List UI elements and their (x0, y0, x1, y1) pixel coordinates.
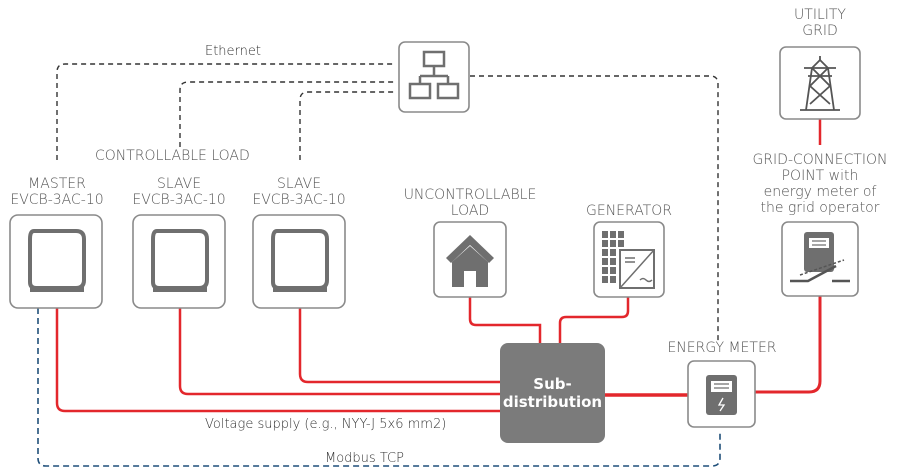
network-switch-icon (398, 41, 470, 113)
ethernet-line-energy-meter (470, 75, 719, 343)
power-lines (55, 119, 822, 413)
ethernet-line-slave2 (299, 91, 395, 160)
gcp-label-2: POINT with (781, 168, 859, 184)
power-line-house (468, 297, 542, 343)
master-label: MASTER EVCB-3AC-10 (2, 176, 112, 208)
uncontrollable-label-1: UNCONTROLLABLE (403, 187, 537, 203)
power-line-master (55, 308, 500, 413)
wallbox-icon (9, 214, 103, 309)
utility-grid-label: UTILITY GRID (790, 7, 850, 39)
energy-meter-icon (687, 360, 756, 428)
slave1-label-2: EVCB-3AC-10 (132, 192, 226, 208)
subdistribution-label-1: Sub- (533, 375, 572, 393)
subdistribution-box: Sub- distribution (500, 343, 605, 443)
slave1-label-1: SLAVE (156, 176, 202, 192)
power-line-generator (558, 297, 630, 343)
grid-connection-point-label: GRID-CONNECTION POINT with energy meter … (745, 152, 895, 216)
ethernet-line-master (56, 63, 395, 160)
power-line-grid-meter (755, 296, 822, 394)
utility-grid-label-1: UTILITY (794, 7, 846, 23)
ethernet-label: Ethernet (205, 44, 261, 59)
modbus-line (37, 308, 721, 467)
wallbox-icon (132, 214, 226, 309)
modbus-tcp-label: Modbus TCP (325, 451, 404, 466)
slave1-label: SLAVE EVCB-3AC-10 (124, 176, 234, 208)
generator-label: GENERATOR (586, 203, 672, 219)
ethernet-lines (56, 63, 719, 343)
ethernet-line-slave1 (179, 81, 395, 147)
master-label-2: EVCB-3AC-10 (10, 192, 104, 208)
slave2-label-2: EVCB-3AC-10 (252, 192, 346, 208)
power-line-slave1 (178, 308, 500, 396)
master-label-1: MASTER (28, 176, 86, 192)
uncontrollable-label-2: LOAD (450, 203, 490, 219)
slave2-label: SLAVE EVCB-3AC-10 (244, 176, 354, 208)
uncontrollable-load-label: UNCONTROLLABLE LOAD (400, 187, 540, 219)
utility-grid-label-2: GRID (802, 23, 838, 39)
gcp-label-3: energy meter of (763, 184, 877, 200)
voltage-supply-label: Voltage supply (e.g., NYY-J 5x6 mm2) (205, 417, 447, 432)
gcp-label-1: GRID-CONNECTION (752, 152, 888, 168)
slave2-label-1: SLAVE (276, 176, 322, 192)
power-pylon-icon (779, 46, 861, 120)
wallbox-icon (252, 214, 346, 309)
house-icon (433, 221, 507, 298)
power-line-slave2 (298, 308, 500, 384)
gcp-label-4: the grid operator (760, 200, 880, 216)
subdistribution-label-2: distribution (502, 393, 603, 411)
controllable-load-label: CONTROLLABLE LOAD (95, 148, 250, 164)
pv-inverter-icon (593, 221, 665, 298)
energy-meter-icon (781, 221, 859, 297)
energy-meter-label: ENERGY METER (667, 340, 777, 356)
